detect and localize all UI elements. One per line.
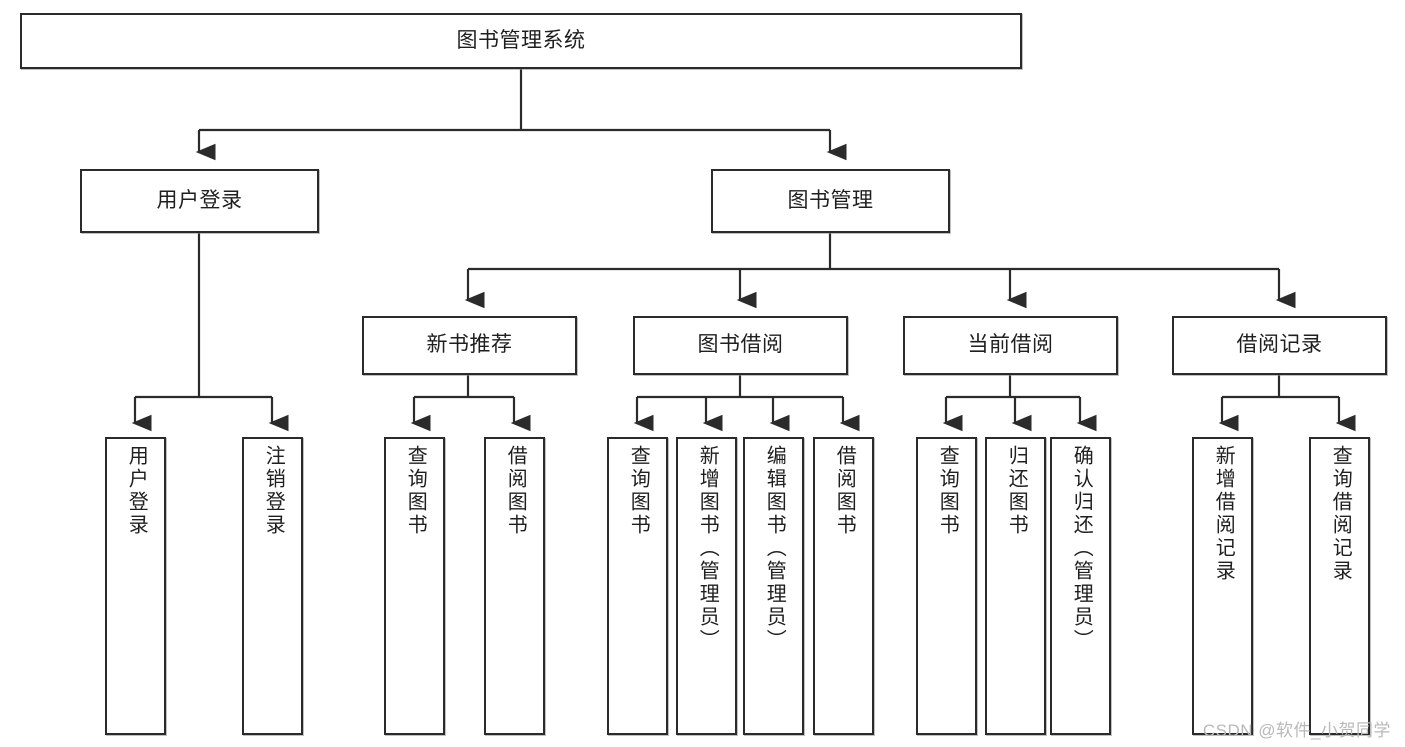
node-label: 新书推荐 xyxy=(426,333,513,357)
leaf-borrow-books-borrowing[interactable]: 借阅图书 xyxy=(813,437,874,735)
node-book-management[interactable]: 图书管理 xyxy=(711,169,950,233)
leaf-confirm-return-admin[interactable]: 确认归还（管理员） xyxy=(1050,437,1111,735)
node-label: 借阅图书 xyxy=(504,445,527,537)
leaf-logout[interactable]: 注销登录 xyxy=(242,437,303,735)
node-label: 借阅记录 xyxy=(1236,333,1323,357)
node-label: 查询图书 xyxy=(936,445,959,537)
leaf-query-books-new-recommendation[interactable]: 查询图书 xyxy=(384,437,445,735)
node-label: 图书借阅 xyxy=(697,333,784,357)
leaf-add-borrow-record[interactable]: 新增借阅记录 xyxy=(1192,437,1253,735)
leaf-query-borrow-record[interactable]: 查询借阅记录 xyxy=(1309,437,1370,735)
node-label: 用户登录 xyxy=(156,188,243,212)
node-label: 新增图书（管理员） xyxy=(696,445,719,652)
leaf-add-book-admin[interactable]: 新增图书（管理员） xyxy=(676,437,737,735)
node-label: 借阅图书 xyxy=(833,445,856,537)
node-user-login[interactable]: 用户登录 xyxy=(80,169,319,233)
leaf-user-login[interactable]: 用户登录 xyxy=(105,437,166,735)
leaf-edit-book-admin[interactable]: 编辑图书（管理员） xyxy=(743,437,804,735)
node-new-book-recommendation[interactable]: 新书推荐 xyxy=(362,316,577,375)
leaf-query-books-current[interactable]: 查询图书 xyxy=(916,437,977,735)
node-label: 当前借阅 xyxy=(967,333,1054,357)
node-current-borrowing[interactable]: 当前借阅 xyxy=(903,316,1118,375)
leaf-query-books-borrowing[interactable]: 查询图书 xyxy=(607,437,668,735)
leaf-return-books[interactable]: 归还图书 xyxy=(985,437,1046,735)
node-label: 图书管理 xyxy=(787,188,874,212)
node-label: 新增借阅记录 xyxy=(1212,445,1235,583)
node-label: 查询借阅记录 xyxy=(1329,445,1352,583)
node-label: 图书管理系统 xyxy=(456,28,586,52)
node-label: 编辑图书（管理员） xyxy=(763,445,786,652)
node-book-borrowing[interactable]: 图书借阅 xyxy=(633,316,848,375)
node-label: 确认归还（管理员） xyxy=(1070,445,1093,652)
node-borrowing-records[interactable]: 借阅记录 xyxy=(1172,316,1387,375)
node-label: 归还图书 xyxy=(1005,445,1028,537)
node-label: 用户登录 xyxy=(125,445,148,537)
node-label: 查询图书 xyxy=(627,445,650,537)
leaf-borrow-books-new-recommendation[interactable]: 借阅图书 xyxy=(484,437,545,735)
node-label: 查询图书 xyxy=(404,445,427,537)
watermark: CSDN @软件_小贺同学 xyxy=(1202,721,1391,740)
node-root-book-management-system[interactable]: 图书管理系统 xyxy=(20,13,1022,69)
node-label: 注销登录 xyxy=(262,445,285,537)
